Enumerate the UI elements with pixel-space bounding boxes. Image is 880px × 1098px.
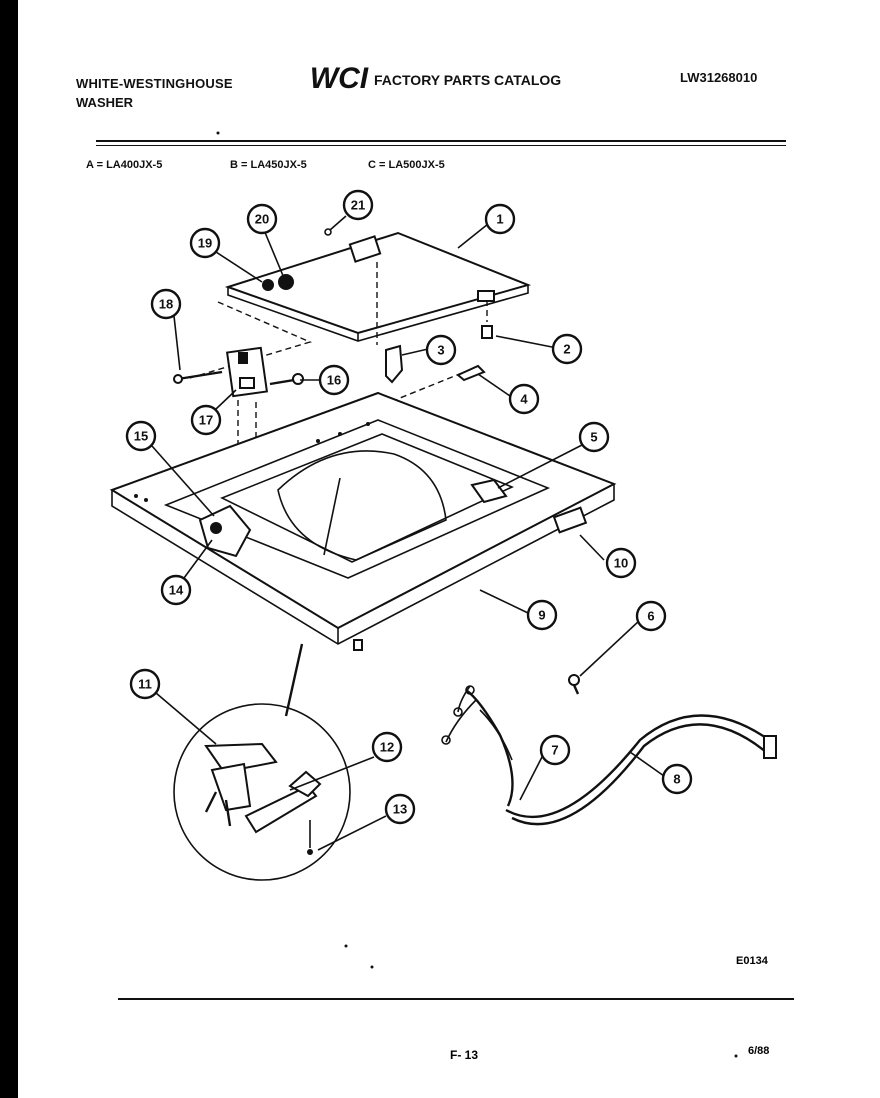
screw-18: [173, 370, 223, 384]
svg-text:21: 21: [351, 198, 365, 213]
footer-rule: [118, 998, 794, 1000]
svg-text:8: 8: [673, 772, 680, 787]
callout-18: 18: [150, 288, 182, 320]
svg-text:12: 12: [380, 740, 394, 755]
header-rule: [96, 140, 786, 142]
callout-leaders: [151, 215, 665, 851]
svg-text:10: 10: [614, 556, 628, 571]
callout-17: 17: [190, 404, 222, 436]
page-number: F- 13: [450, 1048, 479, 1062]
logo-text: WCI: [310, 62, 369, 94]
svg-text:11: 11: [138, 677, 152, 692]
drawing-code: E0134: [736, 955, 768, 967]
svg-text:3: 3: [437, 343, 444, 358]
svg-text:9: 9: [538, 608, 545, 623]
top-lid: [224, 228, 532, 342]
callout-15: 15: [125, 420, 157, 452]
drain-hose: [505, 714, 777, 826]
callout-8: 8: [661, 763, 693, 795]
brand-name: WHITE-WESTINGHOUSE: [76, 76, 233, 91]
callout-7: 7: [539, 734, 571, 766]
callout-19: 19: [189, 227, 221, 259]
callout-11: 11: [129, 668, 161, 700]
callout-20: 20: [246, 203, 278, 235]
svg-text:4: 4: [520, 392, 528, 407]
product-type: WASHER: [76, 95, 134, 110]
svg-text:14: 14: [169, 583, 184, 598]
svg-text:17: 17: [199, 413, 213, 428]
model-c: C = LA500JX-5: [368, 159, 445, 171]
latch-3: [385, 344, 404, 384]
svg-text:7: 7: [551, 743, 558, 758]
svg-text:15: 15: [134, 429, 148, 444]
wci-logo: WCI: [308, 62, 370, 94]
callout-6: 6: [635, 600, 667, 632]
svg-text:19: 19: [198, 236, 212, 251]
callout-4: 4: [508, 383, 540, 415]
model-b: B = LA450JX-5: [230, 159, 307, 171]
screw-16: [269, 373, 304, 386]
main-top-panel: [109, 391, 617, 651]
catalog-number: LW31268010: [680, 70, 758, 85]
wire-harness: [441, 685, 514, 807]
callout-21: 21: [342, 189, 374, 221]
svg-text:18: 18: [159, 297, 173, 312]
svg-text:5: 5: [590, 430, 597, 445]
callout-12: 12: [371, 731, 403, 763]
svg-text:16: 16: [327, 373, 341, 388]
hinge-bracket: [225, 346, 269, 398]
svg-text:20: 20: [255, 212, 269, 227]
switch-detail-view: [173, 643, 351, 881]
callout-13: 13: [384, 793, 416, 825]
callout-3: 3: [425, 334, 457, 366]
svg-text:1: 1: [496, 212, 503, 227]
callout-1: 1: [484, 203, 516, 235]
callout-10: 10: [605, 547, 637, 579]
callout-16: 16: [318, 364, 350, 396]
svg-text:2: 2: [563, 342, 570, 357]
catalog-title: FACTORY PARTS CATALOG: [374, 72, 562, 88]
header-rule-thin: [96, 145, 786, 146]
callout-2: 2: [551, 333, 583, 365]
callout-9: 9: [526, 599, 558, 631]
callout-14: 14: [160, 574, 192, 606]
svg-text:13: 13: [393, 802, 407, 817]
screw-6: [568, 674, 580, 695]
model-a: A = LA400JX-5: [86, 159, 163, 171]
callout-5: 5: [578, 421, 610, 453]
clip-4: [456, 364, 486, 382]
revision-date: 6/88: [748, 1045, 770, 1057]
bumper-2: [481, 325, 493, 339]
svg-text:6: 6: [647, 609, 654, 624]
